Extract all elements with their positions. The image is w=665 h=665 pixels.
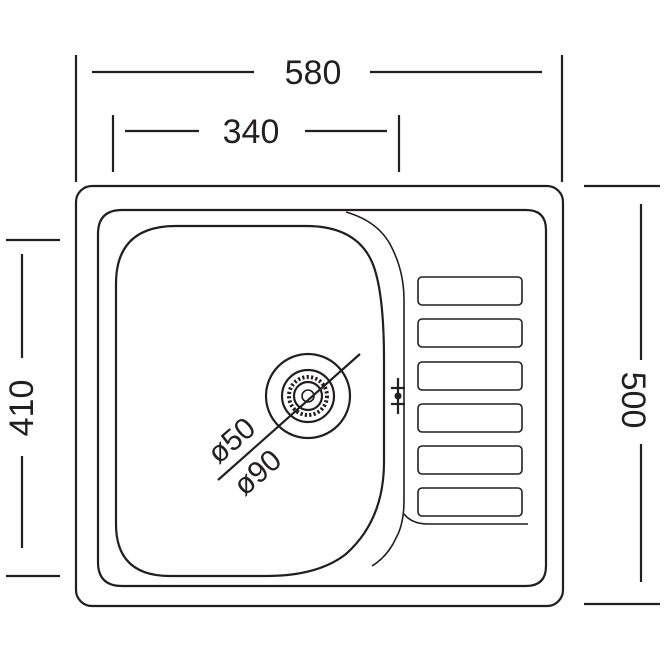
- drain-inner-ring: [280, 368, 336, 424]
- dimension-340: 340: [111, 113, 401, 172]
- label-overall-width: 580: [285, 54, 342, 92]
- drainer-lower-edge: [403, 513, 528, 525]
- drain-strainer-holes: [287, 375, 329, 417]
- diameter-leader-inner: [217, 353, 361, 481]
- dimension-410: 410: [3, 238, 60, 578]
- label-bowl-height: 410: [3, 380, 41, 437]
- sink-bowl: [114, 224, 386, 578]
- drain-icon: [264, 352, 352, 440]
- drainer-rib: [417, 445, 523, 475]
- drainer-board-boundary: [345, 211, 405, 567]
- drain-outer-ring: [264, 352, 352, 440]
- drainer-rib: [417, 361, 523, 391]
- drainer-rib: [417, 318, 523, 348]
- drainer-ribs: [417, 276, 523, 517]
- drain-strainer-rim: [292, 380, 324, 412]
- drainer-rib: [417, 276, 523, 306]
- label-overall-depth: 500: [614, 372, 652, 429]
- drainer-rib: [417, 487, 523, 517]
- drainer-rib: [417, 403, 523, 433]
- dimension-500: 500: [584, 184, 660, 606]
- dimension-580: 580: [74, 54, 564, 182]
- sink-outer-edge: [74, 184, 565, 608]
- overflow-marker-icon: [391, 378, 405, 414]
- sink-inner-rim: [96, 208, 548, 588]
- label-bowl-width: 340: [223, 113, 280, 151]
